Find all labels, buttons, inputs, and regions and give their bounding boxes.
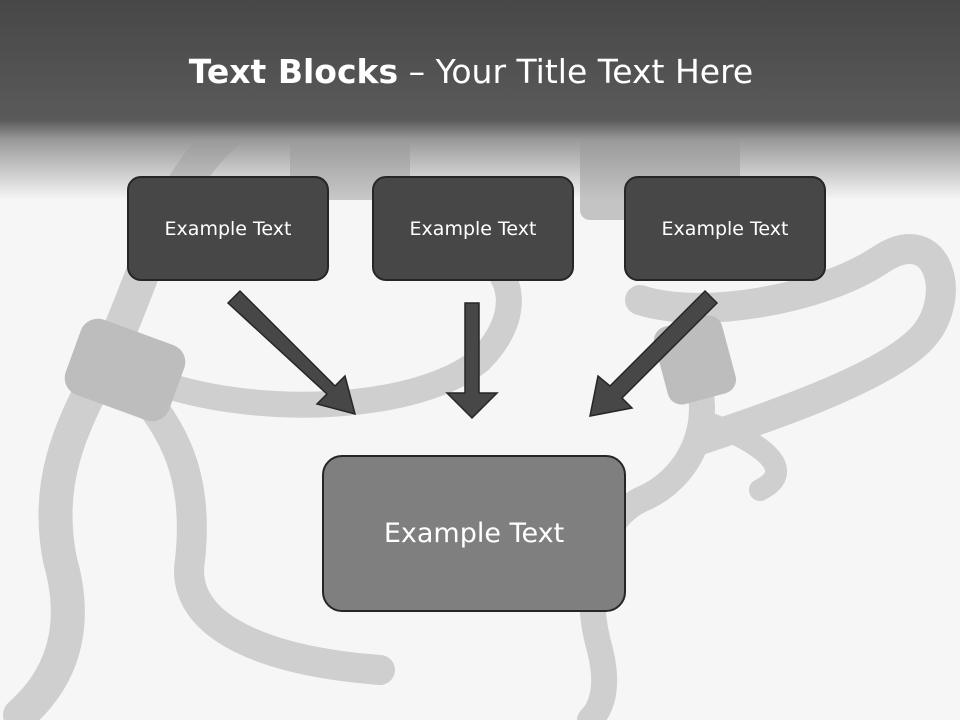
title-bar (0, 0, 960, 200)
arrow-down-right (226, 289, 357, 416)
result-block-label: Example Text (383, 518, 565, 549)
title-rest-part: – Your Title Text Here (398, 52, 754, 91)
text-block-3[interactable]: Example Text (624, 176, 826, 281)
page-title: Text Blocks – Your Title Text Here (0, 52, 942, 91)
result-block[interactable]: Example Text (322, 455, 626, 612)
text-block-2-label: Example Text (409, 217, 537, 240)
text-block-2[interactable]: Example Text (372, 176, 574, 281)
arrow-down-left (589, 289, 719, 417)
arrow-down (445, 302, 499, 420)
text-block-1[interactable]: Example Text (127, 176, 329, 281)
text-block-3-label: Example Text (661, 217, 789, 240)
text-block-1-label: Example Text (164, 217, 292, 240)
title-bold-part: Text Blocks (188, 52, 399, 91)
